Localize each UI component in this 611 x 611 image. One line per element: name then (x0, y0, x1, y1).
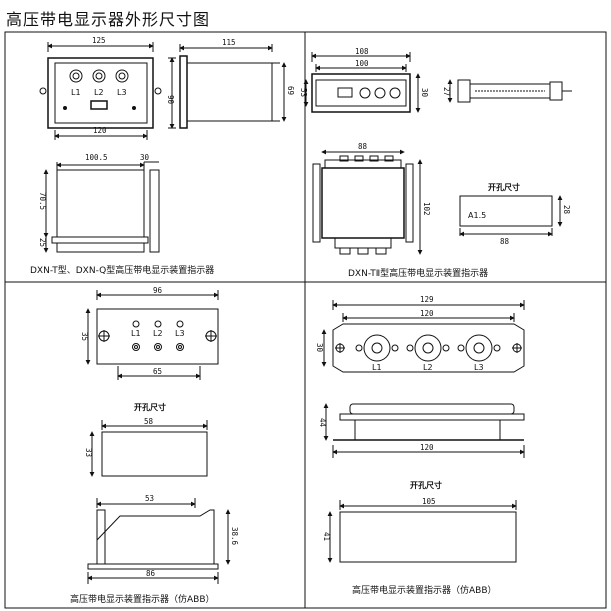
side-view (447, 79, 572, 103)
dim-125: 125 (92, 36, 106, 45)
dim-100: 100 (355, 59, 369, 68)
dim-35: 35 (80, 332, 89, 341)
dim-102: 102 (422, 202, 431, 216)
dim-38-6: 38.6 (230, 527, 239, 546)
dim-41: 41 (322, 532, 331, 541)
dim-28: 28 (562, 205, 571, 215)
dim-65: 65 (153, 367, 162, 376)
frame (4, 31, 607, 609)
lamp-label-l1: L1 (131, 329, 141, 338)
caption-dxn-t-q: DXN-T型、DXN-Q型高压带电显示装置指示器 (30, 264, 214, 276)
lamp-label-l2: L2 (153, 329, 163, 338)
cutout (459, 195, 563, 237)
dim-120: 120 (93, 126, 107, 135)
dim-115: 115 (222, 38, 236, 47)
dim-90: 90 (166, 95, 175, 105)
front-view (303, 52, 421, 113)
indicator-lamp-l2 (92, 69, 106, 83)
panel-dxn-t2: 108 100 53 30 27 88 102 (299, 47, 572, 279)
bottom-view (43, 161, 160, 253)
cutout-title: 开孔尺寸 (134, 402, 166, 412)
dim-53: 53 (299, 88, 308, 97)
dim-58: 58 (144, 417, 154, 426)
front-view (85, 290, 219, 380)
side-view (87, 498, 231, 584)
panel-abb-left: 96 35 65 L1 L2 L3 开孔尺寸 58 33 53 38.6 86 … (70, 286, 239, 605)
lamp-label-l2: L2 (423, 363, 433, 372)
indicator-lamp-l3 (457, 334, 501, 362)
mount-hole-right (512, 343, 522, 353)
lamp-label-l3: L3 (117, 88, 127, 97)
dim-33: 33 (84, 448, 93, 457)
mount-hole-right (205, 330, 217, 342)
mount-hole-left (98, 330, 110, 342)
page-title: 高压带电显示器外形尺寸图 (6, 10, 211, 29)
indicator-lamp-l3 (115, 69, 129, 83)
front-view (321, 300, 525, 373)
dim-88-top: 88 (358, 142, 368, 151)
caption-abb-right: 高压带电显示装置指示器（仿ABB） (352, 584, 497, 596)
dim-86: 86 (146, 569, 156, 578)
lamp-label-l2: L2 (94, 88, 104, 97)
dim-44: 44 (318, 418, 327, 428)
dim-30: 30 (315, 343, 324, 353)
dim-27: 27 (442, 87, 451, 96)
dim-96: 96 (153, 286, 163, 295)
cutout (327, 500, 517, 563)
dim-108: 108 (355, 47, 369, 56)
lamp-label-l3: L3 (474, 363, 484, 372)
dim-25: 25 (38, 238, 47, 247)
cutout (89, 420, 208, 477)
side-view (323, 403, 525, 458)
lamp-label-l1: L1 (372, 363, 382, 372)
dim-30: 30 (420, 88, 429, 98)
dim-129: 129 (420, 295, 434, 304)
mount-hole-left (335, 343, 345, 353)
lamp-label-l3: L3 (175, 329, 185, 338)
dim-120-b: 120 (420, 443, 434, 452)
front-view (39, 42, 176, 140)
indicator-lamp-l1 (355, 334, 399, 362)
bottom-view (312, 149, 423, 255)
dim-69: 69 (286, 86, 295, 95)
cutout-title: 开孔尺寸 (410, 480, 442, 490)
caption-abb-left: 高压带电显示装置指示器（仿ABB） (70, 593, 215, 605)
lamp-label-l1: L1 (71, 88, 81, 97)
indicator-lamp-l2 (406, 334, 450, 362)
dim-30: 30 (140, 153, 150, 162)
panel-dxn-t-q: 125 90 120 L1 L2 L3 115 69 100. (30, 36, 295, 276)
indicator-lamp-l1 (69, 69, 83, 83)
dim-120: 120 (420, 309, 434, 318)
dim-105: 105 (422, 497, 436, 506)
panel-abb-right: 129 120 30 L1 L2 L3 44 120 开孔尺寸 105 41 高… (315, 295, 525, 596)
cutout-corner-label: A1.5 (468, 211, 486, 220)
dim-88: 88 (500, 237, 510, 246)
side-view (179, 44, 287, 129)
dim-53: 53 (145, 494, 154, 503)
cutout-title: 开孔尺寸 (488, 182, 520, 192)
dim-100-5: 100.5 (85, 153, 108, 162)
dim-70-5: 70.5 (38, 192, 47, 210)
caption-dxn-t2: DXN-TⅡ型高压带电显示装置指示器 (348, 267, 488, 279)
